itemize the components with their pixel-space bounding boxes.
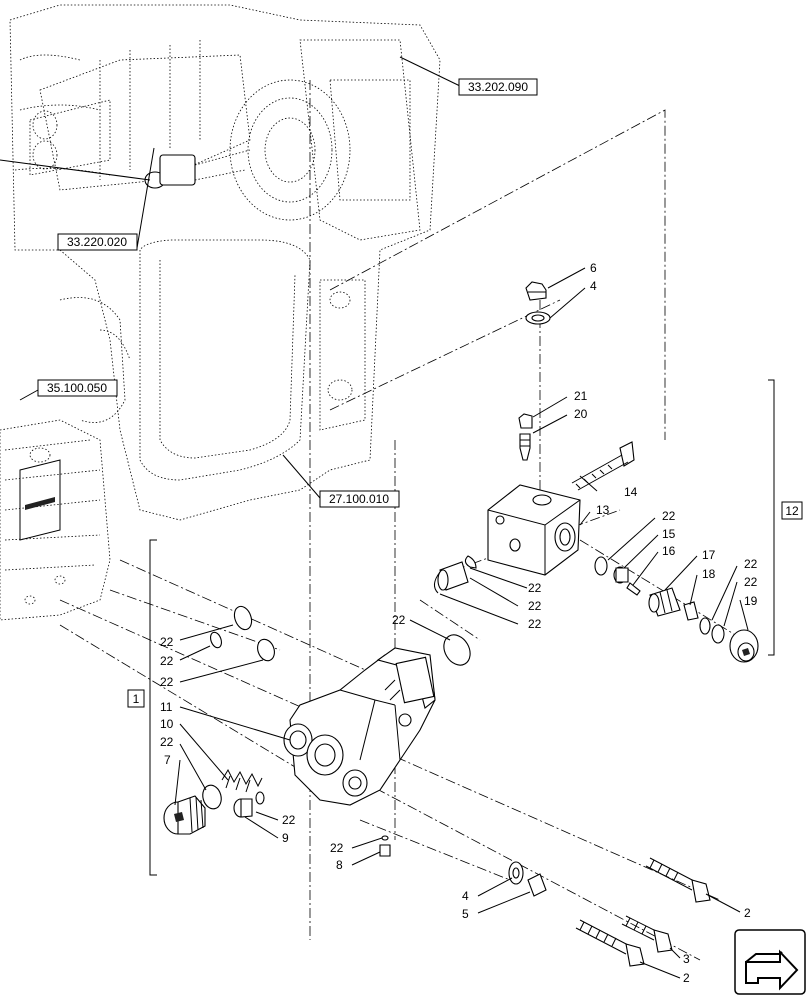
callout-22: 22 <box>392 613 406 627</box>
group-number: 12 <box>785 504 799 518</box>
callout-17: 17 <box>702 548 716 562</box>
cartridge-22-mid <box>437 561 469 591</box>
callout-22: 22 <box>662 509 676 523</box>
ref-box-27-100-010[interactable]: 27.100.010 <box>319 490 400 508</box>
oring-22-small <box>255 791 265 805</box>
oring-22-lower <box>202 784 222 810</box>
fitting-20 <box>519 433 531 461</box>
washer-4-top <box>525 311 551 325</box>
sleeve-18 <box>683 601 699 621</box>
callout-22: 22 <box>160 675 174 689</box>
ref-box-33-202-090[interactable]: 33.202.090 <box>458 78 538 96</box>
ref-label: 27.100.010 <box>329 492 389 506</box>
spacer-16 <box>613 566 629 584</box>
next-page-arrow-icon[interactable] <box>734 929 806 995</box>
ref-label: 33.220.020 <box>67 235 127 249</box>
plug-6 <box>525 281 547 301</box>
callout-11: 11 <box>160 700 173 714</box>
cartridge-17 <box>648 587 681 617</box>
callout-8: 8 <box>336 858 343 872</box>
callout-14: 14 <box>624 485 638 499</box>
callout-13: 13 <box>596 503 610 517</box>
callout-4: 4 <box>590 279 597 293</box>
callout-numbers: 6 4 21 20 14 13 22 15 16 17 18 22 22 19 … <box>160 261 758 985</box>
ref-box-35-100-050[interactable]: 35.100.050 <box>37 379 118 397</box>
ref-label: 33.202.090 <box>468 80 528 94</box>
callout-2: 2 <box>683 971 690 985</box>
bolt-14 <box>571 441 635 491</box>
callout-22: 22 <box>528 617 542 631</box>
leader-lines <box>19 56 749 979</box>
piston-9 <box>233 798 253 818</box>
oring-22-right-a <box>699 617 711 635</box>
callout-22: 22 <box>528 599 542 613</box>
group-1-label: 1 <box>127 689 145 708</box>
plug-7 <box>163 795 206 835</box>
callout-3: 3 <box>683 952 690 966</box>
callout-19: 19 <box>744 594 758 608</box>
group-1-bracket <box>149 539 157 876</box>
callout-22: 22 <box>744 575 758 589</box>
spring-10 <box>221 768 263 793</box>
bolt-2-lower <box>575 919 645 967</box>
callout-22: 22 <box>160 654 174 668</box>
callout-6: 6 <box>590 261 597 275</box>
bolt-2-upper <box>645 857 711 903</box>
oring-22-large <box>443 634 471 666</box>
callout-7: 7 <box>164 753 171 767</box>
oring-22-left-c <box>257 638 275 662</box>
fitting-21 <box>518 413 533 429</box>
callout-22: 22 <box>528 581 542 595</box>
callout-22: 22 <box>160 735 174 749</box>
oring-22-right-b <box>711 624 725 644</box>
group-12-bracket <box>768 379 775 656</box>
oring-22-left-b <box>210 631 222 649</box>
callout-22: 22 <box>744 557 758 571</box>
callout-22: 22 <box>160 635 174 649</box>
oring-22-left-a <box>233 605 253 631</box>
assembly-axis-lines <box>59 80 761 961</box>
callout-5: 5 <box>462 907 469 921</box>
callout-22: 22 <box>330 841 344 855</box>
main-valve-body <box>283 647 436 806</box>
oring-15 <box>594 556 608 576</box>
fitting-8 <box>379 835 391 857</box>
callout-4: 4 <box>462 889 469 903</box>
callout-9: 9 <box>282 831 289 845</box>
group-12-label: 12 <box>781 501 803 520</box>
callout-16: 16 <box>662 544 676 558</box>
callout-10: 10 <box>160 717 174 731</box>
pin-16 <box>626 582 641 596</box>
sub-valve-block <box>487 484 581 576</box>
ref-label: 35.100.050 <box>47 381 107 395</box>
callout-2: 2 <box>744 906 751 920</box>
callout-20: 20 <box>574 407 588 421</box>
background-transmission-housing <box>0 4 441 521</box>
plug-5 <box>527 873 547 897</box>
callout-18: 18 <box>702 567 716 581</box>
background-valve-block-left <box>0 419 111 621</box>
washer-4-lower <box>508 861 524 885</box>
plug-19 <box>729 629 759 663</box>
group-number: 1 <box>133 692 140 706</box>
callout-21: 21 <box>574 389 588 403</box>
callout-22: 22 <box>282 813 296 827</box>
callout-15: 15 <box>662 527 676 541</box>
ref-box-33-220-020[interactable]: 33.220.020 <box>57 233 138 251</box>
